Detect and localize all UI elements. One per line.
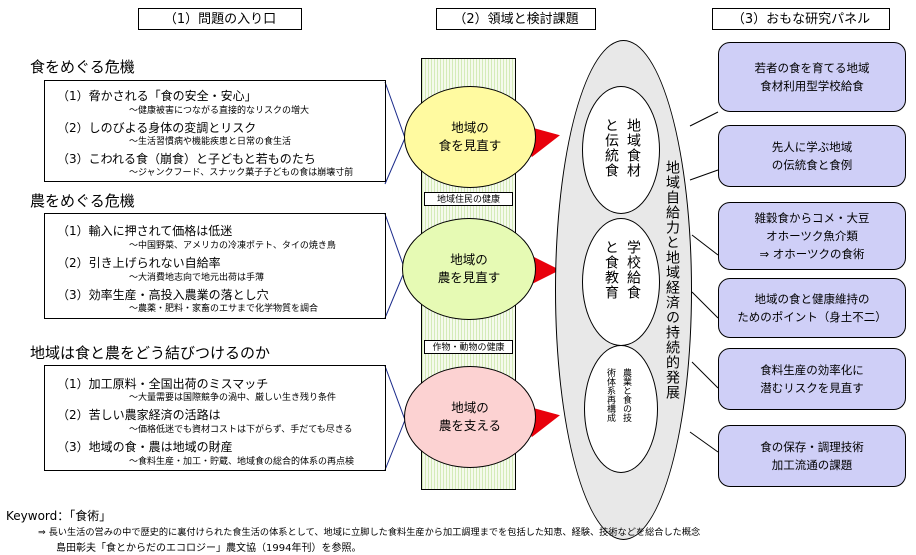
item-main: （1）加工原料・全国出荷のミスマッチ [57,377,269,391]
section-title-farm-crisis: 農をめぐる危機 [30,192,135,210]
item-sub: ～食料生産・加工・貯蔵、地域食の総合的体系の再点検 [129,457,355,467]
inner-text: と食教育 [603,240,619,300]
panel-production-risk: 食料生産の効率化に 潜むリスクを見直す [718,348,906,410]
domain-oval-support: 地域の農を支える [404,366,536,468]
inner-text: 学校給食 [625,240,641,300]
panel-line: オホーツク魚介類 [766,229,858,243]
domain-line: 地域の [450,252,488,267]
section-box-region-link: （1）加工原料・全国出荷のミスマッチ ～大量需要は国際競争の渦中、厳しい生き残り… [44,365,386,471]
panel-line: 加工流通の課題 [771,458,853,472]
domain-oval-farm: 地域の農を見直す [402,218,536,320]
panel-line: 潜むリスクを見直す [760,381,864,395]
item-sub: ～ジャンクフード、スナック菓子子どもの食は崩壊寸前 [129,168,354,178]
panel-line: 若者の食を育てる地域 [754,61,870,75]
section-title-region-link: 地域は食と農をどう結びつけるのか [30,344,271,362]
item-main: （1）輸入に押されて価格は低迷 [57,224,233,238]
section-title-food-crisis: 食をめぐる危機 [30,58,135,76]
panel-line: ⇒ オホーツクの食術 [759,247,865,261]
item-sub: ～大消費地志向で地元出荷は手薄 [129,273,265,283]
section-box-farm-crisis: （1）輸入に押されて価格は低迷 ～中国野菜、アメリカの冷凍ポテト、タイの焼き鳥 … [44,213,386,319]
header-domains: （2）領域と検討課題 [436,8,596,30]
band-label-resident-health: 地域住民の健康 [424,192,513,206]
panel-line: 食料生産の効率化に [760,363,864,377]
keyword-definition: ⇒ 長い生活の営みの中で歴史的に裏付けられた食生活の体系として、地域に立脚した食… [38,527,701,538]
item-sub: ～生活習慣病や機能疾患と日常の食生活 [129,137,292,147]
big-oval-text: 地域自給力と地域経済の持続的発展 [664,160,680,400]
domain-line: 地域の [451,120,489,135]
panel-line: 食材利用型学校給食 [760,79,864,93]
inner-text: 農業と食の技 [621,368,631,422]
keyword-label: Keyword：「食術」 [6,509,112,523]
panel-line: 雑穀食からコメ・大豆 [754,211,870,225]
keyword-reference: 島田彰夫「食とからだのエコロジー」農文協（1994年刊）を参照。 [56,543,362,554]
item-sub: ～中国野菜、アメリカの冷凍ポテト、タイの焼き鳥 [129,241,336,251]
panel-health-points: 地域の食と健康維持の ためのポイント（身土不二） [718,278,906,338]
header-problem-entry: （1）問題の入り口 [138,8,302,30]
item-sub: ～農薬・肥料・家畜のエサまで化学物質を調合 [129,304,319,314]
item-main: （2）苦しい農家経済の活路は [57,408,221,422]
panel-okhotsk-food: 雑穀食からコメ・大豆 オホーツク魚介類 ⇒ オホーツクの食術 [718,202,906,270]
domain-line: 食を見直す [438,138,502,153]
arrow-1 [525,125,560,158]
section-box-food-crisis: （1）脅かされる「食の安全・安心」 ～健康被害につながる直接的なリスクの増大 （… [44,80,386,182]
item-main: （1）脅かされる「食の安全・安心」 [57,89,257,103]
domain-line: 農を見直す [437,270,501,285]
item-sub: ～価格低迷でも資材コストは下がらず、手だても尽きる [129,425,353,435]
domain-oval-food: 地域の食を見直す [404,86,536,188]
inner-oval-school-lunch [582,218,660,346]
inner-text: 地域食材 [625,118,641,178]
panel-line: 先人に学ぶ地域 [771,140,853,154]
inner-oval-local-food [582,86,660,214]
inner-text: 術体系再構成 [605,368,615,422]
item-main: （3）こわれる食（崩食）と子どもと若ものたち [57,152,316,166]
arrow-3 [525,405,560,438]
panel-line: 地域の食と健康維持の [754,292,870,306]
item-main: （3）地域の食・農は地域の財産 [57,440,233,454]
panel-preservation: 食の保存・調理技術 加工流通の課題 [718,425,906,487]
band-label-crop-animal-health: 作物・動物の健康 [424,340,513,354]
domain-line: 農を支える [438,418,502,433]
panel-traditional-food: 先人に学ぶ地域 の伝統食と食例 [718,125,906,187]
header-research-panels: （3）おもな研究パネル [712,8,890,30]
panel-line: の伝統食と食例 [771,158,853,172]
inner-oval-food-tech [584,345,658,473]
item-sub: ～健康被害につながる直接的なリスクの増大 [129,106,310,116]
panel-line: 食の保存・調理技術 [760,440,864,454]
item-sub: ～大量需要は国際競争の渦中、厳しい生き残り条件 [129,393,337,403]
domain-line: 地域の [451,400,489,415]
panel-school-lunch: 若者の食を育てる地域 食材利用型学校給食 [718,42,906,112]
inner-text: と伝統食 [603,118,619,178]
panel-line: ためのポイント（身土不二） [737,310,887,324]
item-main: （3）効率生産・高投入農業の落とし穴 [57,288,269,302]
item-main: （2）引き上げられない自給率 [57,256,221,270]
item-main: （2）しのびよる身体の変調とリスク [57,121,257,135]
